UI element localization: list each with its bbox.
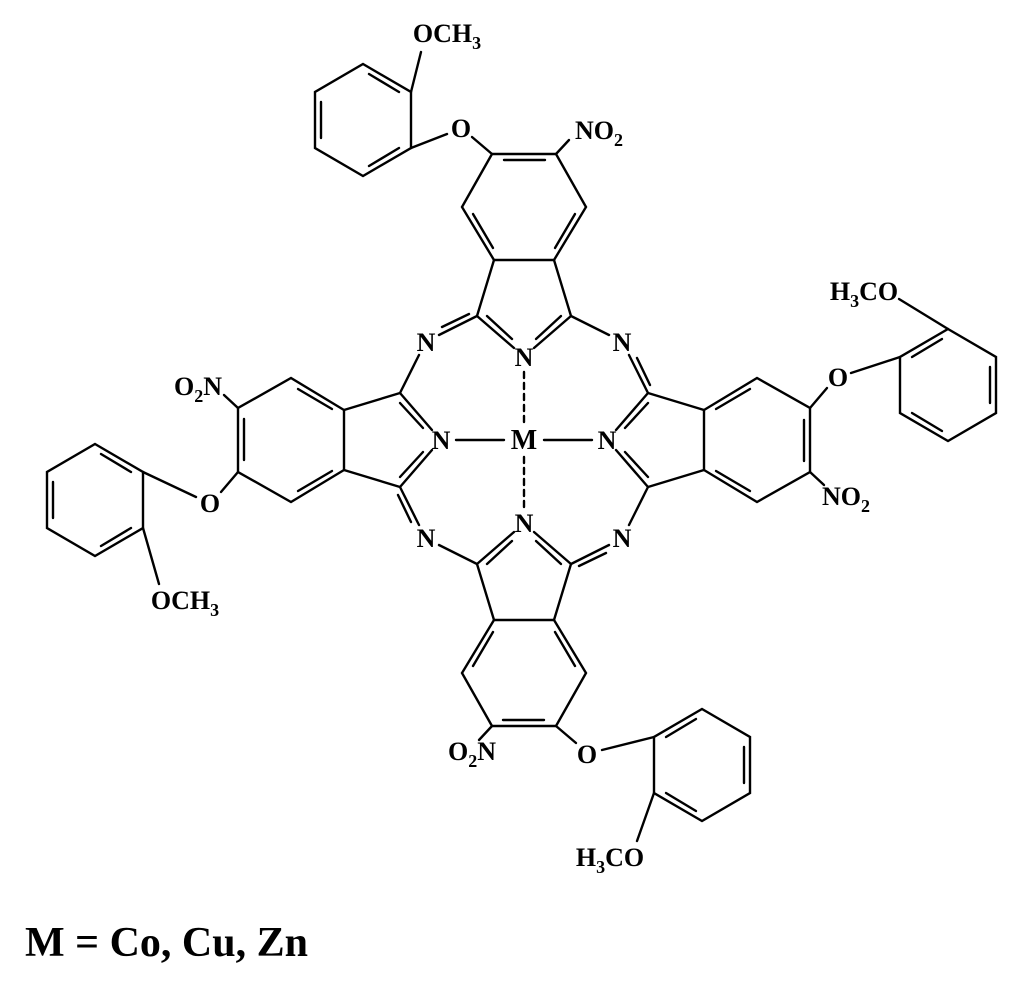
bond [99,526,133,548]
caption-text: M = Co, Cu, Zn [25,920,308,966]
bond [367,146,401,168]
methoxyphenyl-ring-top-left [313,50,449,178]
atom-labels: M N N N N N N N N O O O O NO2 NO2 O2N O2… [151,19,898,877]
isoindole-right [614,353,829,527]
aza-nitrogen-top-left: N [417,328,436,357]
ether-oxygen-right: O [828,363,848,392]
nitro-group-top: NO2 [575,116,623,150]
bond [45,442,145,558]
methoxy-group-left: OCH3 [151,586,219,620]
isoindole-bottom [437,530,611,745]
methoxy-group-top-left: OCH3 [413,19,481,53]
nitro-group-left: O2N [174,372,222,406]
inner-nitrogen-left: N [432,426,451,455]
ether-oxygen-left: O [200,489,220,518]
ether-oxygen-top: O [451,114,471,143]
ether-oxygen-bottom: O [577,740,597,769]
bond [664,791,698,813]
bond [652,707,752,823]
bond [313,62,413,178]
methoxyphenyl-ring-right [849,297,998,443]
bond [409,132,449,150]
bond [99,452,133,474]
metal-label: M [511,425,537,456]
methoxyphenyl-ring-left [45,442,198,586]
bond-skeleton [45,50,998,843]
bond [141,470,198,499]
aza-nitrogen-top-right: N [613,328,632,357]
bond [664,717,698,739]
inner-nitrogen-right: N [598,426,617,455]
bond [409,50,423,94]
bond [910,337,944,359]
bond [635,791,656,843]
methoxy-group-bottom: H3CO [576,843,644,877]
isoindole-left [219,353,434,527]
aza-nitrogen-bottom-right: N [613,524,632,553]
nitro-group-right: NO2 [822,482,870,516]
bond [141,526,161,586]
inner-nitrogen-bottom: N [515,509,534,538]
bond [898,327,998,443]
methoxy-group-right: H3CO [830,277,898,311]
nitro-group-bottom: O2N [448,737,496,771]
bond [367,72,401,94]
bond [600,735,656,752]
methoxyphenyl-ring-bottom [600,707,752,843]
aza-nitrogen-bottom-left: N [417,524,436,553]
inner-nitrogen-top: N [515,343,534,372]
isoindole-top [437,135,611,350]
metal-coordination-bonds [454,370,594,510]
bond [849,355,902,375]
bond [910,411,944,433]
bond [897,297,950,331]
